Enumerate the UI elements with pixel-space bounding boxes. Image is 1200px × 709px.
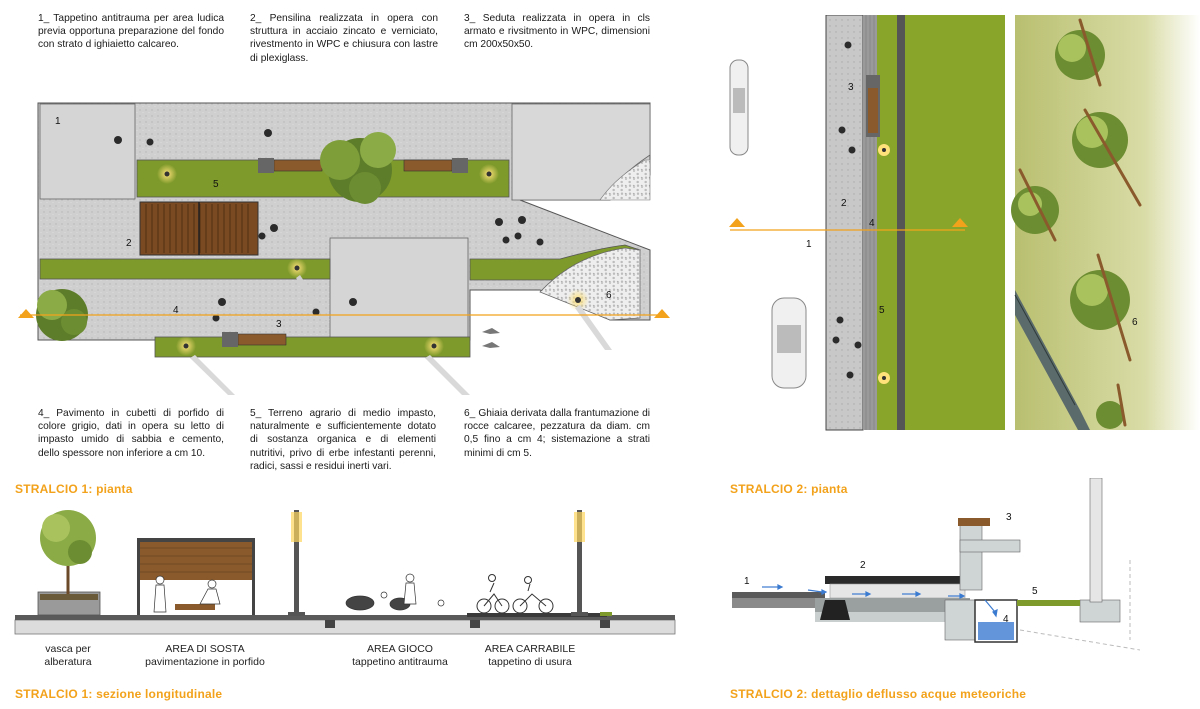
stralcio2-detail: 1 2 3 4 5 — [732, 478, 1141, 651]
section-tree — [37, 510, 101, 616]
central-square — [329, 237, 469, 341]
section-marker-right — [654, 309, 670, 318]
plan2-label-3: 3 — [848, 82, 854, 93]
section-lamp-2 — [571, 510, 588, 616]
detail-label-1: 1 — [744, 576, 750, 587]
section-play — [345, 573, 445, 611]
plan1-label-5: 5 — [213, 179, 219, 190]
stralcio1-plan: 1 2 3 4 5 6 — [18, 102, 670, 395]
gravel-area-6 — [539, 247, 641, 321]
section-marker-left — [18, 309, 34, 318]
car-bottom — [771, 297, 807, 389]
plan1-label-2: 2 — [126, 238, 132, 249]
section-cyclists — [476, 574, 554, 614]
note-4: 4_ Pavimento in cubetti di porfido di co… — [38, 408, 224, 459]
plan2-label-2: 2 — [841, 198, 847, 209]
section-pergola — [137, 538, 255, 615]
title-stralcio1-plan: STRALCIO 1: pianta — [15, 482, 133, 496]
bench-top-right — [403, 159, 453, 172]
stralcio1-section — [14, 510, 676, 635]
plan2-label-4: 4 — [869, 218, 875, 229]
stralcio2-plan: 1 2 3 4 5 6 — [729, 15, 1200, 431]
note-6: 6_ Ghiaia derivata dalla frantumazione d… — [464, 408, 650, 459]
grass-strip-bottom — [154, 336, 471, 358]
note-2: 2_ Pensilina realizzata in opera con str… — [250, 13, 438, 64]
plan2-label-6: 6 — [1132, 317, 1138, 328]
plan2-label-5: 5 — [879, 305, 885, 316]
plan1-label-6: 6 — [606, 290, 612, 301]
bench-3 — [237, 333, 287, 346]
note-5: 5_ Terreno agrario di medio impasto, nat… — [250, 408, 436, 472]
detail-label-5: 5 — [1032, 586, 1038, 597]
play-area-1 — [39, 103, 136, 200]
plan2-label-1: 1 — [806, 239, 812, 250]
section-lamp-1 — [288, 510, 305, 616]
label-vasca: vasca per alberatura — [44, 643, 92, 668]
title-stralcio2-plan: STRALCIO 2: pianta — [730, 482, 848, 496]
plan1-label-3: 3 — [276, 319, 282, 330]
car-top — [729, 59, 749, 156]
title-stralcio1-section: STRALCIO 1: sezione longitudinale — [15, 687, 223, 701]
plan1-label-4: 4 — [173, 305, 179, 316]
title-stralcio2-detail: STRALCIO 2: dettaglio deflusso acque met… — [730, 687, 1027, 701]
detail-label-3: 3 — [1006, 512, 1012, 523]
grass-strip-mid — [39, 258, 331, 280]
detail-label-4: 4 — [1003, 614, 1009, 625]
note-3: 3_ Seduta realizzata in opera in cls arm… — [464, 13, 650, 51]
plan1-label-1: 1 — [55, 116, 61, 127]
note-1: 1_ Tappetino antitrauma per area ludica … — [38, 13, 224, 51]
detail-label-2: 2 — [860, 560, 866, 571]
tree-central — [320, 132, 396, 204]
bench-top-left — [273, 159, 323, 172]
